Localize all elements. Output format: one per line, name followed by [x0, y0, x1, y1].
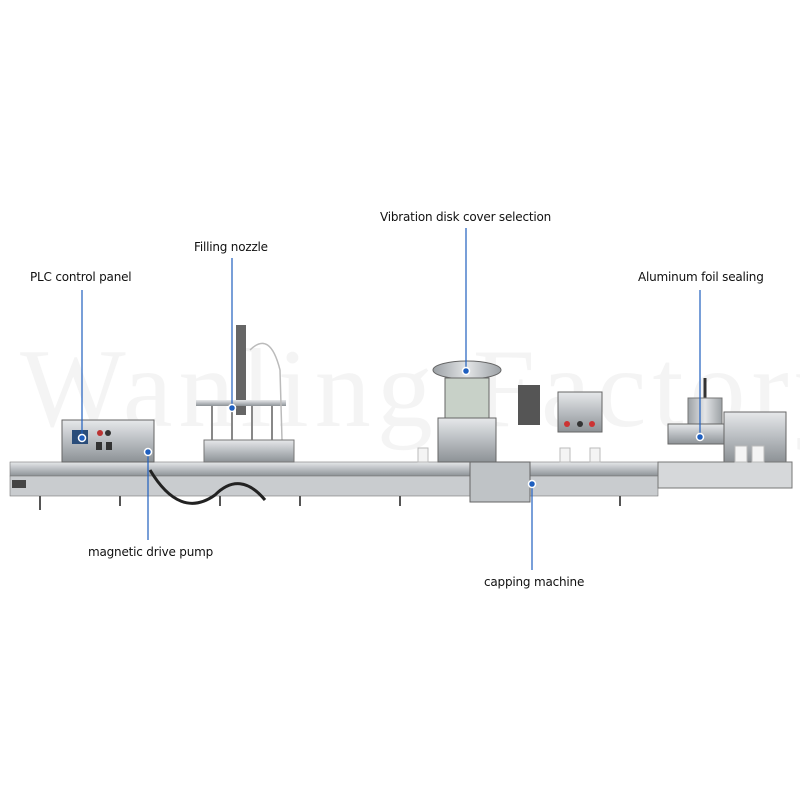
filling-station — [148, 325, 295, 505]
callout-vibration-disk: Vibration disk cover selection — [380, 210, 552, 224]
callout-capping-machine: capping machine — [484, 575, 585, 589]
callout-aluminum-foil-sealing: Aluminum foil sealing — [638, 270, 764, 284]
conveyor — [9, 461, 659, 510]
callout-dots — [77, 366, 705, 489]
plc-control-box — [61, 419, 155, 463]
callout-magnetic-drive-pump: magnetic drive pump — [88, 545, 214, 559]
callout-leaders — [81, 228, 701, 570]
capping-station — [417, 360, 603, 503]
foil-sealing-machine — [657, 378, 793, 489]
callout-plc-control-panel: PLC control panel — [30, 270, 132, 284]
callout-filling-nozzle: Filling nozzle — [194, 240, 268, 254]
